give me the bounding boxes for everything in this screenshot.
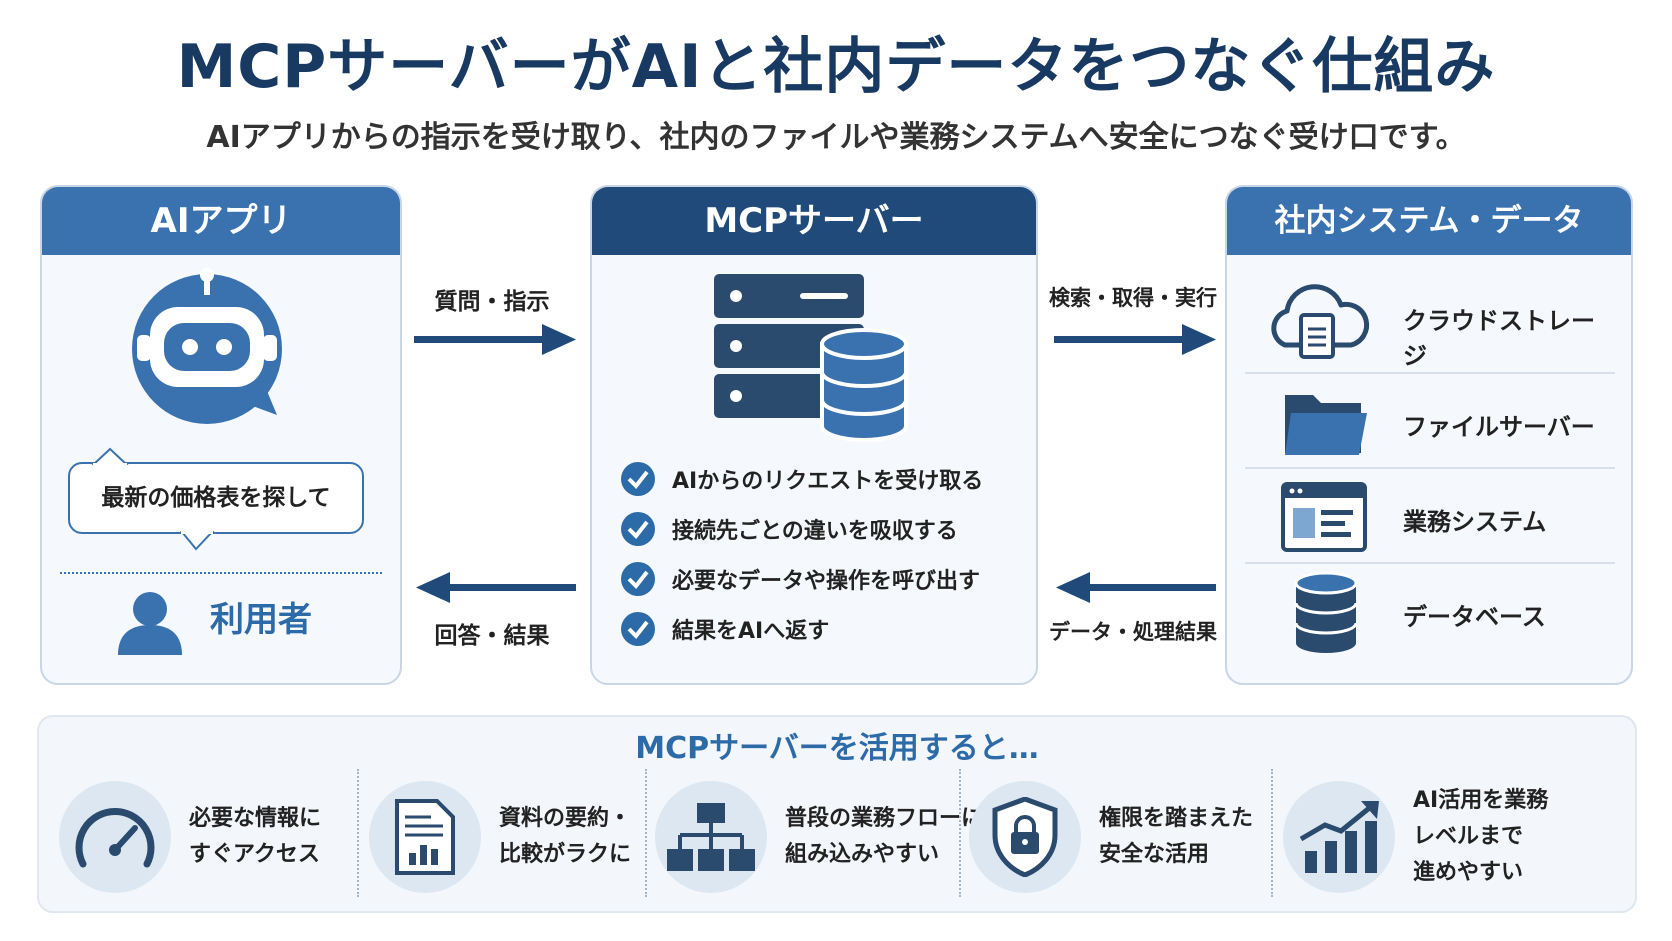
check-item: 結果をAIへ返す (620, 609, 829, 649)
check-item: 接続先ごとの違いを吸収する (620, 509, 958, 549)
benefits-title: MCPサーバーを活用すると… (635, 731, 1039, 766)
check-item-label: 必要なデータや操作を呼び出す (672, 569, 981, 594)
shield-lock-icon (992, 797, 1058, 877)
mcp-server-panel-header: MCPサーバー (592, 187, 1036, 255)
benefit-icon-circle (655, 781, 767, 893)
request-speech-bubble: 最新の価格表を探して (68, 462, 364, 534)
app-window-icon (1281, 482, 1367, 552)
ai-app-panel: AIアプリ 最新の価格表を探して 利用者 (40, 185, 402, 685)
source-label: 業務システム (1403, 508, 1547, 536)
source-label: ファイルサーバー (1403, 413, 1595, 441)
check-item-label: 接続先ごとの違いを吸収する (672, 519, 958, 544)
dotted-divider (60, 572, 382, 574)
report-icon (395, 799, 455, 875)
source-divider (1245, 562, 1615, 564)
source-label: データベース (1403, 603, 1546, 631)
source-item-cloud: クラウドストレージ (1245, 267, 1615, 370)
speedometer-icon (75, 808, 155, 868)
user-icon (118, 592, 182, 655)
page-title: MCPサーバーがAIと社内データをつなぐ仕組み (176, 32, 1496, 102)
user-label: 利用者 (210, 600, 312, 640)
cloud-document-icon (1271, 284, 1370, 359)
database-icon (1294, 571, 1358, 653)
arrow-label-question: 質問・指示 (434, 289, 550, 315)
bubble-tail-down (179, 530, 215, 551)
arrow-right-to-server (414, 324, 576, 355)
org-chart-icon (667, 803, 755, 871)
arrow-label-answer: 回答・結果 (434, 623, 550, 649)
check-circle-icon (621, 512, 655, 546)
check-item: AIからのリクエストを受け取る (620, 459, 983, 499)
source-divider (1245, 372, 1615, 374)
arrow-left-to-server (1056, 572, 1216, 603)
mcp-server-panel: MCPサーバー AIからのリクエストを受け取る 接続先ごとの違いを吸収する 必要… (590, 185, 1038, 685)
server-database-icon (714, 274, 908, 442)
benefit-text: 権限を踏まえた 安全な活用 (1099, 806, 1254, 867)
check-circle-icon (621, 612, 655, 646)
benefit-item: 普段の業務フローに 組み込みやすい (655, 772, 983, 902)
source-divider (1245, 467, 1615, 469)
source-label: クラウドストレージ (1403, 307, 1595, 370)
arrow-right-to-systems (1054, 324, 1216, 355)
benefit-text: 必要な情報に すぐアクセス (189, 806, 322, 867)
source-item-file-server: ファイルサーバー (1245, 373, 1615, 473)
internal-systems-panel-header: 社内システム・データ (1227, 187, 1631, 255)
benefit-icon-circle (969, 781, 1081, 893)
check-circle-icon (621, 462, 655, 496)
benefits-section: MCPサーバーを活用すると… 必要な情報に すぐアクセス 資料の要約・ 比較がラ (37, 715, 1637, 913)
benefit-icon-circle (1283, 781, 1395, 893)
folder-icon (1285, 395, 1367, 455)
benefit-icon-circle (59, 781, 171, 893)
benefit-divider (1271, 769, 1273, 897)
benefit-divider (357, 769, 359, 897)
growth-chart-icon (1299, 801, 1379, 873)
benefit-text: 普段の業務フローに 組み込みやすい (785, 806, 984, 867)
arrow-left-to-app (416, 572, 576, 603)
benefit-item: AI活用を業務 レベルまで 進めやすい (1283, 772, 1548, 902)
page-subtitle: AIアプリからの指示を受け取り、社内のファイルや業務システムへ安全につなぐ受け口… (206, 120, 1466, 155)
ai-app-panel-header: AIアプリ (42, 187, 400, 255)
check-item-label: 結果をAIへ返す (672, 619, 830, 644)
check-item: 必要なデータや操作を呼び出す (620, 559, 980, 599)
bubble-tail-up (91, 447, 129, 467)
benefit-divider (645, 769, 647, 897)
benefit-item: 権限を踏まえた 安全な活用 (969, 772, 1253, 902)
source-item-business-system: 業務システム (1245, 468, 1615, 568)
benefit-item: 必要な情報に すぐアクセス (59, 772, 321, 902)
check-item-label: AIからのリクエストを受け取る (672, 469, 984, 494)
benefit-icon-circle (369, 781, 481, 893)
arrow-label-search: 検索・取得・実行 (1049, 286, 1217, 310)
arrow-label-data-result: データ・処理結果 (1049, 620, 1217, 644)
robot-chat-icon (132, 268, 282, 424)
benefit-text: AI活用を業務 レベルまで 進めやすい (1413, 788, 1549, 885)
benefit-divider (959, 769, 961, 897)
benefit-text: 資料の要約・ 比較がラクに (499, 806, 632, 867)
benefit-item: 資料の要約・ 比較がラクに (369, 772, 631, 902)
internal-systems-panel: 社内システム・データ クラウドストレージ ファイルサーバー 業務 (1225, 185, 1633, 685)
check-circle-icon (621, 562, 655, 596)
source-item-database: データベース (1245, 563, 1615, 663)
